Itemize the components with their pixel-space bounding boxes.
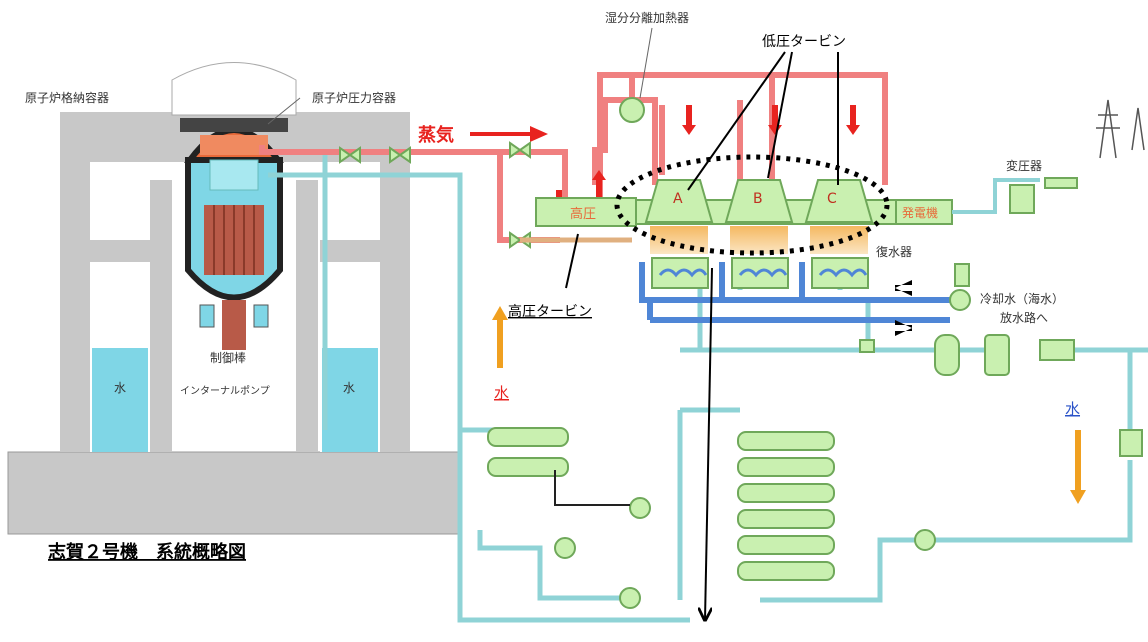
cooling-water-pump: [949, 289, 971, 311]
transformer: [1009, 184, 1035, 214]
lp-turbine-b: B: [724, 179, 794, 254]
hp-turbine: [535, 197, 637, 227]
hp-turbine-callout: 高圧タービン: [508, 303, 592, 320]
water-mid-label: 水: [494, 384, 509, 402]
lp-turbine-a: A: [644, 179, 714, 254]
lp-c-label: C: [827, 191, 837, 207]
lp-a-label: A: [673, 191, 683, 207]
moisture-separator-label: 湿分分離加熱器: [605, 10, 689, 25]
pressure-vessel-label: 原子炉圧力容器: [312, 90, 396, 105]
suppression-pool-right: [322, 348, 378, 452]
lp-turbine-label: 低圧タービン: [762, 34, 846, 50]
hp-turbine-label: 高圧: [570, 206, 596, 222]
control-rods-label: 制御棒: [210, 350, 246, 365]
generator-label: 発電機: [902, 205, 938, 220]
moisture-separator-heater: [619, 97, 645, 123]
outflow-arrow-icon: [895, 320, 912, 336]
power-pylon-icon: [1096, 99, 1145, 159]
lp-turbine-highlight: [614, 154, 890, 256]
steam-label: 蒸気: [418, 124, 454, 146]
water-up-arrow: [492, 306, 508, 368]
callout-lines: [565, 51, 839, 620]
lp-turbine-c: C: [804, 179, 874, 254]
transformer-label: 変圧器: [1006, 158, 1042, 173]
condenser-label: 復水器: [876, 244, 912, 259]
lp-b-label: B: [753, 191, 763, 207]
internal-pump-label: インターナルポンプ: [180, 385, 270, 397]
condensers: [651, 257, 869, 289]
containment-vessel-label: 原子炉格納容器: [25, 90, 109, 105]
water-down-arrow: [1070, 430, 1086, 504]
inflow-arrow-icon: [895, 280, 912, 296]
suppression-pool-left: [92, 348, 148, 452]
sea-water-lines: [639, 262, 960, 323]
pool-right-label: 水: [343, 381, 355, 395]
discharge-label: 放水路へ: [1000, 310, 1048, 325]
cooling-water-label: 冷却水（海水）: [980, 291, 1064, 306]
diagram-title: 志賀２号機 系統概略図: [48, 541, 246, 563]
reactor-pressure-vessel: [180, 118, 288, 350]
feedwater-equipment: [487, 334, 1143, 609]
steam-arrow: [470, 126, 548, 142]
water-far-label: 水: [1065, 400, 1080, 418]
control-rods: [222, 300, 246, 350]
pool-left-label: 水: [114, 381, 126, 395]
